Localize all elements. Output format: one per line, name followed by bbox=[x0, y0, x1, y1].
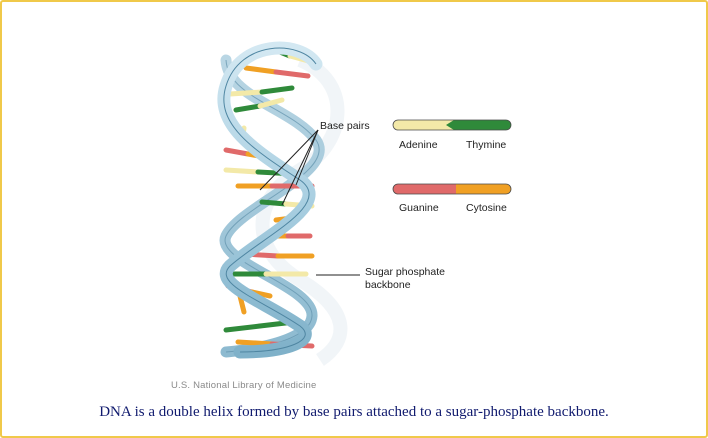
cytosine-label: Cytosine bbox=[466, 202, 507, 214]
base-pair bbox=[237, 293, 247, 315]
base-pair bbox=[227, 85, 295, 97]
backbone-label-line1: Sugar phosphate bbox=[365, 266, 445, 278]
credit-text: U.S. National Library of Medicine bbox=[171, 380, 317, 391]
adenine-label: Adenine bbox=[399, 139, 438, 151]
base-pairs-callout-lines bbox=[259, 129, 319, 206]
thymine-label: Thymine bbox=[466, 139, 507, 151]
legend-gc-bar bbox=[392, 183, 512, 195]
base-pair bbox=[243, 65, 311, 79]
base-pairs-label: Base pairs bbox=[320, 120, 370, 132]
guanine-label: Guanine bbox=[399, 202, 439, 214]
legend-at-bar bbox=[392, 119, 512, 131]
helix-shadow bbox=[255, 53, 348, 366]
backbone-label-line2: backbone bbox=[365, 279, 411, 291]
backbone-label: Sugar phosphate backbone bbox=[365, 266, 445, 292]
figure-caption: DNA is a double helix formed by base pai… bbox=[99, 404, 609, 420]
base-pair bbox=[233, 97, 285, 113]
